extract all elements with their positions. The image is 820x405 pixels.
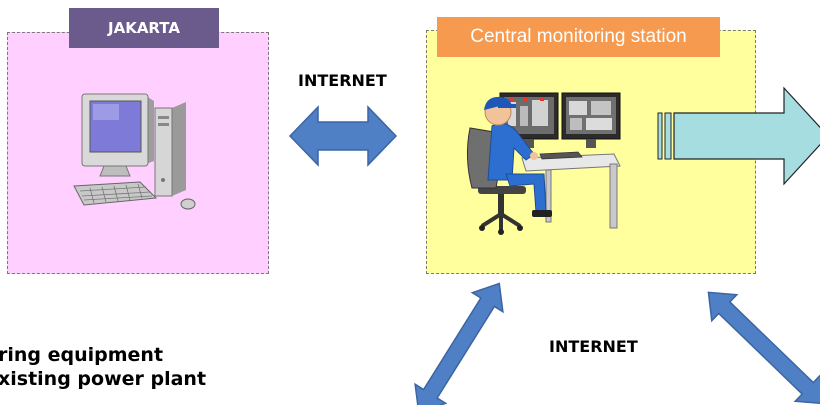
operator-at-monitors-icon — [466, 92, 621, 235]
double-arrow-jakarta-central — [288, 105, 398, 167]
double-arrow-diagonal-right — [707, 291, 820, 405]
jakarta-label: JAKARTA — [69, 8, 219, 48]
internet-label-top: INTERNET — [298, 71, 387, 90]
caption-line-1: ring equipment — [0, 344, 164, 366]
output-arrow — [657, 86, 820, 186]
central-station-label: Central monitoring station — [437, 17, 720, 57]
desktop-computer-icon — [73, 93, 196, 210]
internet-label-bottom: INTERNET — [549, 337, 638, 356]
caption-line-2: xisting power plant — [0, 368, 207, 390]
double-arrow-diagonal-left — [414, 282, 504, 405]
